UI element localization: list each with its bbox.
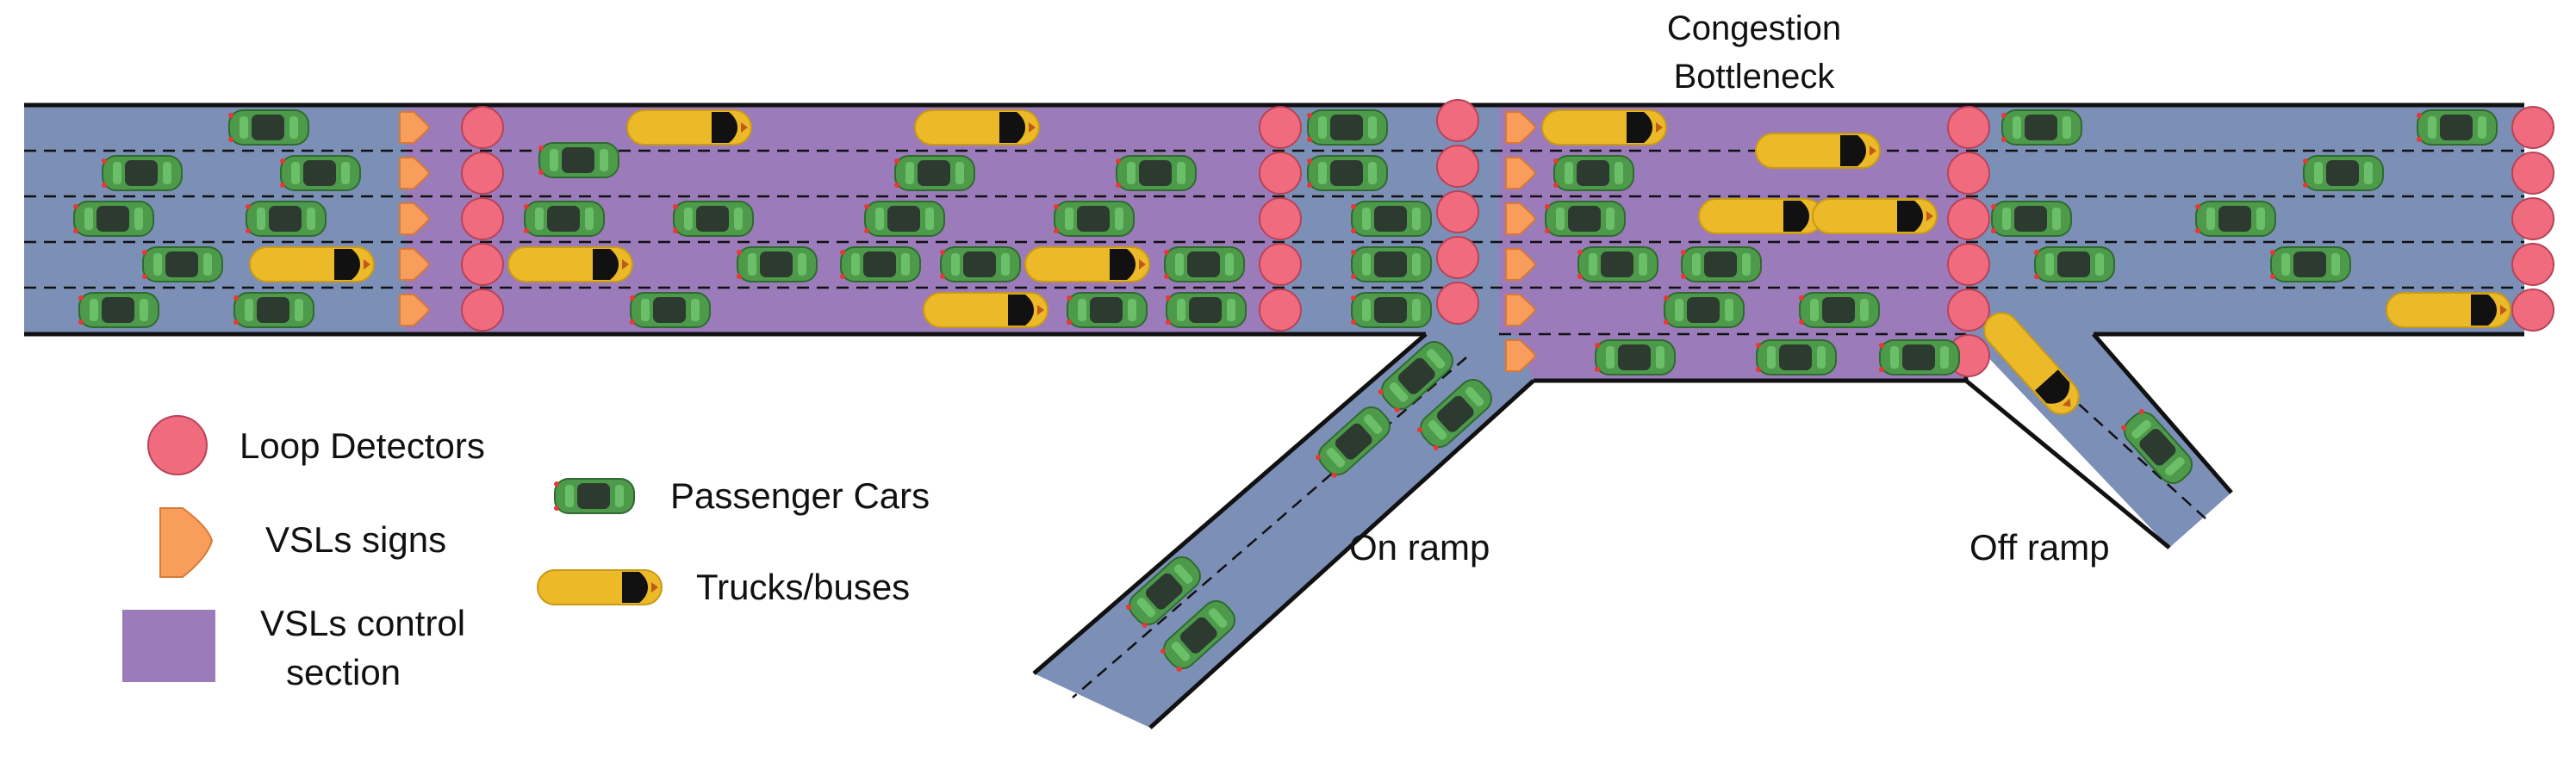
legend-passenger-car-icon — [553, 478, 635, 514]
legend-vsl-section-label-line2: section — [286, 652, 401, 692]
bottleneck-title-line2: Bottleneck — [1674, 58, 1836, 96]
off-ramp-label: Off ramp — [1969, 527, 2110, 568]
legend: Loop Detectors VSLs signs VSLs control s… — [122, 415, 930, 692]
legend-passenger-cars-label: Passenger Cars — [670, 475, 930, 516]
legend-vsl-section-icon — [122, 610, 215, 682]
off-ramp-road — [1966, 334, 2231, 548]
on-ramp-label: On ramp — [1349, 527, 1490, 568]
bottleneck-title-line1: Congestion — [1667, 9, 1841, 47]
legend-loop-detectors-label: Loop Detectors — [240, 425, 485, 466]
legend-trucks-label: Trucks/buses — [696, 567, 910, 607]
legend-vsl-section-label-line1: VSLs control — [260, 603, 465, 643]
on-ramp-road — [1034, 334, 1534, 728]
legend-vsl-signs-label: VSLs signs — [265, 519, 446, 560]
legend-vsl-sign-icon — [159, 507, 214, 578]
legend-truck-icon — [537, 569, 663, 605]
legend-loop-detector-icon — [147, 415, 208, 475]
